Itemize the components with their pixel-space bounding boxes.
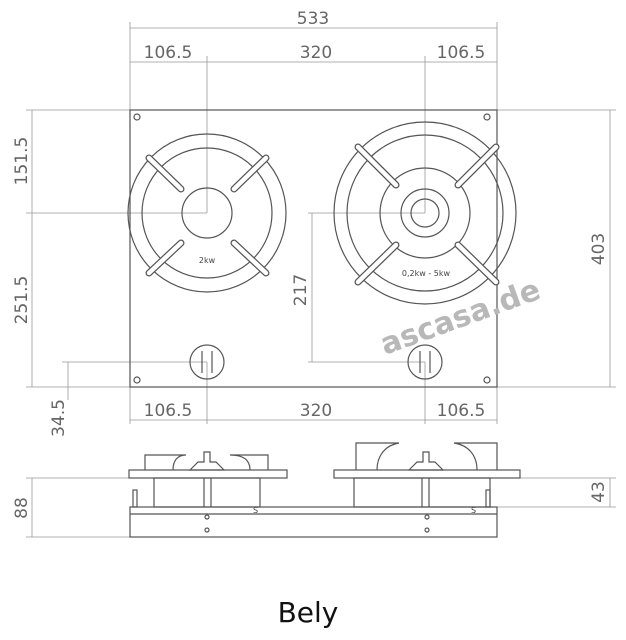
dim-bottom-right-offset: 106.5 <box>437 401 486 421</box>
svg-text:S: S <box>471 506 476 515</box>
extension-lines <box>26 22 616 424</box>
dimension-lines <box>26 27 616 538</box>
dim-left-top-height: 151.5 <box>12 137 32 186</box>
svg-text:S: S <box>253 506 258 515</box>
dim-built-in-height: 43 <box>589 481 609 503</box>
dim-total-depth: 403 <box>589 233 609 265</box>
right-burner <box>333 121 517 305</box>
right-knob <box>407 344 443 380</box>
hob-side-view: S S <box>128 442 521 538</box>
dim-left-bottom-height: 251.5 <box>12 276 32 325</box>
dim-total-width: 533 <box>297 9 329 29</box>
product-title: Bely <box>278 596 339 629</box>
dim-burner-to-knob: 217 <box>291 274 311 306</box>
left-burner-power: 2kw <box>199 256 216 265</box>
dim-total-height: 88 <box>12 497 32 519</box>
hob-top-view <box>129 109 498 388</box>
dim-top-center-spacing: 320 <box>300 43 332 63</box>
dim-bottom-center-spacing: 320 <box>300 401 332 421</box>
watermark: ascasa.de <box>376 272 545 362</box>
dim-top-left-offset: 106.5 <box>144 43 193 63</box>
dim-knob-offset: 34.5 <box>49 399 69 437</box>
dim-top-right-offset: 106.5 <box>437 43 486 63</box>
dim-bottom-left-offset: 106.5 <box>144 401 193 421</box>
right-burner-power: 0,2kw - 5kw <box>402 269 451 278</box>
left-knob <box>189 344 225 380</box>
left-burner <box>127 133 287 293</box>
